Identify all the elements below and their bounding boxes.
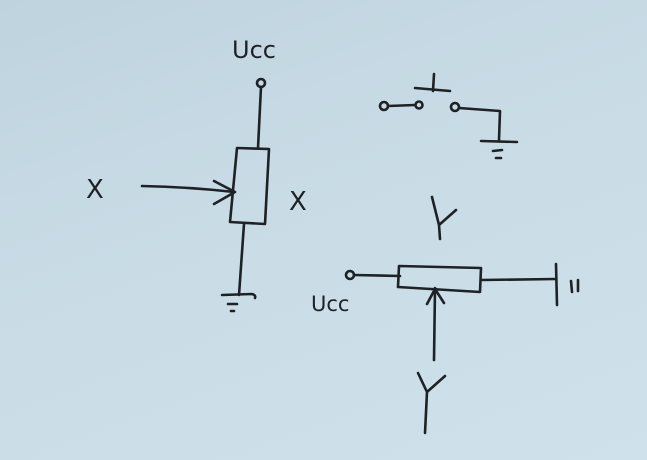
- y-wiper-arrow-shaft: [432, 286, 437, 362]
- y-bottom-label-glyph: [416, 371, 447, 435]
- vcc-bottom-wire: [352, 273, 402, 278]
- y-bottom-label: Y: [0, 0, 1, 1]
- y-wiper-arrowhead: [425, 287, 446, 306]
- switch-contact-1: [414, 100, 424, 110]
- right-ground-plate: [554, 262, 559, 307]
- horizontal-resistor-body: [396, 264, 483, 294]
- ground-symbol-bar: [220, 292, 257, 300]
- right-ground-wire: [479, 277, 558, 282]
- right-ground-marks: [569, 278, 580, 294]
- switch-contact-2: [449, 101, 461, 113]
- x-input-label: X: [86, 175, 104, 205]
- switch-ground-lines: [491, 148, 504, 160]
- x-wiper-arrow-shaft: [140, 184, 236, 194]
- switch-right-wire: [457, 106, 502, 142]
- y-top-label-glyph: [430, 195, 458, 241]
- y-top-label: Y: [0, 0, 1, 1]
- vcc-bottom-label: Ucc: [311, 292, 349, 316]
- switch-ground-bar: [479, 139, 519, 144]
- ground-symbol-lines: [226, 302, 239, 313]
- switch-left-wire: [386, 103, 417, 108]
- ground-wire: [237, 222, 246, 297]
- vertical-resistor-body: [228, 146, 271, 226]
- vertical-potentiometer: Ucc X X: [86, 36, 307, 313]
- x-wiper-arrowhead: [212, 179, 237, 206]
- push-button-actuator: [413, 72, 452, 93]
- x-output-label: X: [289, 187, 307, 217]
- vcc-top-label: Ucc: [232, 36, 276, 64]
- horizontal-potentiometer: Y Ucc Y: [0, 0, 580, 435]
- vcc-top-wire: [256, 85, 263, 150]
- push-button-switch: [378, 72, 519, 160]
